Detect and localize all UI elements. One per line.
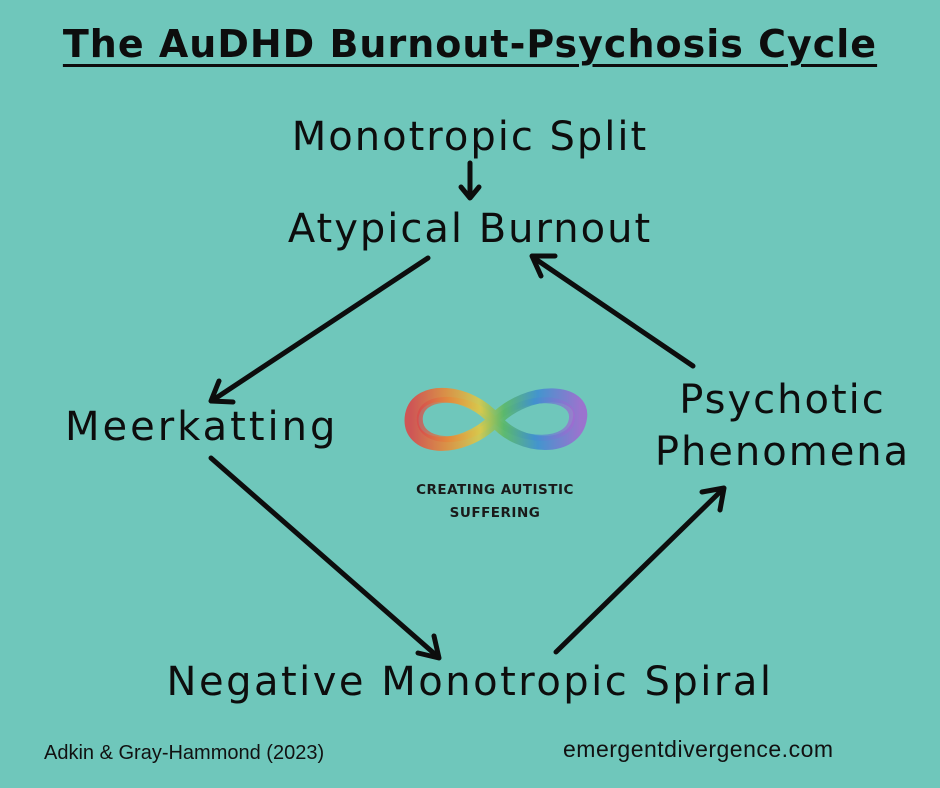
arrow-psychotic-to-burnout [529, 253, 696, 369]
arrow-split-to-burnout [458, 160, 482, 201]
logo-text-line2: SUFFERING [449, 505, 541, 521]
arrow-meerkatting-to-spiral [208, 455, 442, 661]
node-atypical-burnout: Atypical Burnout [287, 206, 653, 252]
node-psychotic-line2: Phenomena [654, 429, 911, 475]
node-negative-monotropic-spiral: Negative Monotropic Spiral [166, 659, 774, 705]
node-psychotic-line1: Psychotic [679, 377, 886, 423]
diagram-title: The AuDHD Burnout-Psychosis Cycle [62, 22, 878, 66]
arrow-spiral-to-psychotic [553, 485, 727, 655]
arrow-burnout-to-meerkatting [208, 255, 431, 405]
website-link[interactable]: emergentdivergence.com [563, 736, 834, 762]
node-meerkatting: Meerkatting [65, 404, 339, 450]
logo-text-line1: CREATING AUTISTIC [416, 482, 574, 498]
node-monotropic-split: Monotropic Split [291, 114, 649, 160]
rainbow-infinity-icon [404, 388, 588, 451]
author-credit: Adkin & Gray-Hammond (2023) [44, 742, 325, 764]
node-psychotic-phenomena: Psychotic Phenomena [640, 374, 925, 478]
